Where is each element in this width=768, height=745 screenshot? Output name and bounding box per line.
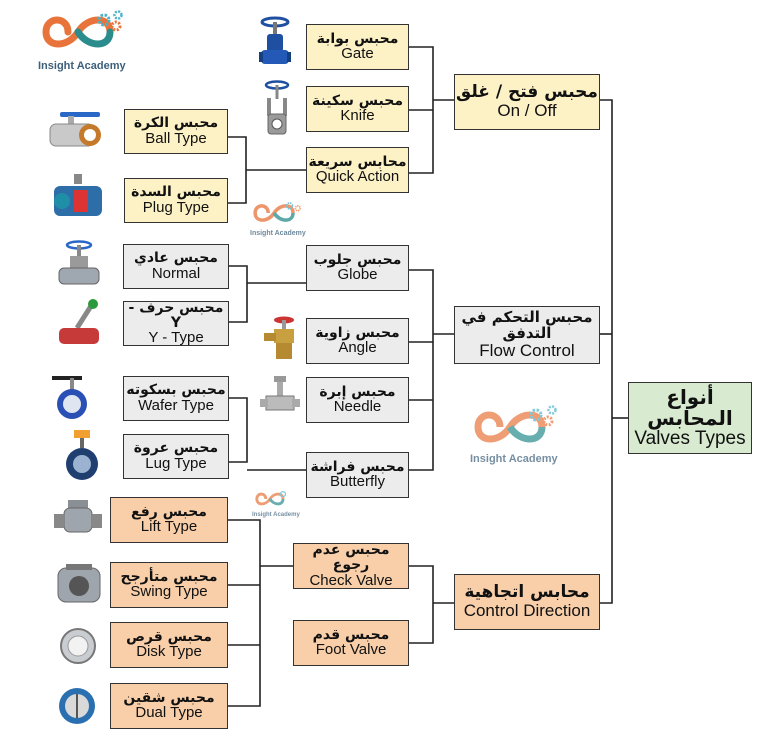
flow-control-node: محبس التحكم في التدفق Flow Control: [454, 306, 600, 364]
quick-action-node: محابس سريعة Quick Action: [306, 147, 409, 193]
angle-ar: محبس زاوية: [315, 324, 400, 341]
gate-valve-icon: [259, 16, 291, 64]
globe-ar: محبس جلوب: [313, 251, 402, 268]
lug-node: محبس عروة Lug Type: [123, 434, 229, 479]
knife-valve-icon: [264, 80, 290, 135]
foot-en: Foot Valve: [315, 641, 387, 659]
check-valve-node: محبس عدم رجوع Check Valve: [293, 543, 409, 589]
globe-valve-icon: [58, 240, 100, 285]
disk-check-valve-icon: [60, 628, 96, 664]
plug-en: Plug Type: [142, 198, 210, 216]
swing-en: Swing Type: [130, 583, 208, 601]
dual-node: محبس شقين Dual Type: [110, 683, 228, 729]
ball-valve-icon: [49, 112, 101, 147]
ball-en: Ball Type: [145, 129, 207, 147]
y-type-valve-icon: [59, 299, 99, 344]
ball-node: محبس الكرة Ball Type: [124, 109, 228, 154]
control-direction-node: محابس اتجاهية Control Direction: [454, 574, 600, 630]
control-direction-en: Control Direction: [463, 601, 591, 620]
wafer-en: Wafer Type: [138, 396, 214, 414]
globe-en: Globe: [337, 266, 378, 284]
lift-ar: محبس رفع: [131, 503, 207, 520]
plug-node: محبس السدة Plug Type: [124, 178, 228, 223]
control-direction-ar: محابس اتجاهية: [464, 582, 590, 603]
y-type-node: محبس حرف -Y Y - Type: [123, 299, 229, 347]
on-off-en: On / Off: [497, 101, 557, 120]
ball-ar: محبس الكرة: [133, 115, 219, 132]
brand-name: Insight Academy: [38, 60, 126, 72]
swing-node: محبس متأرجح Swing Type: [110, 562, 228, 608]
infinity-gears-icon: [255, 491, 287, 506]
root-label-en: Valves Types: [634, 428, 746, 450]
globe-node: محبس جلوب Globe: [306, 245, 409, 291]
swing-check-valve-icon: [57, 564, 101, 603]
on-off-node: محبس فتح / غلق On / Off: [454, 74, 600, 130]
normal-ar: محبس عادي: [134, 250, 218, 267]
plug-ar: محبس السدة: [131, 184, 221, 201]
gate-en: Gate: [341, 45, 374, 63]
lift-check-valve-icon: [54, 500, 102, 533]
check-en: Check Valve: [309, 571, 393, 589]
gate-ar: محبس بوابة: [316, 30, 399, 47]
needle-ar: محبس إبرة: [319, 383, 396, 400]
lug-ar: محبس عروة: [133, 440, 219, 457]
root-node: أنواع المحابس Valves Types: [628, 382, 752, 454]
lug-butterfly-valve-icon: [66, 430, 98, 480]
root-label-ar: أنواع المحابس: [647, 385, 733, 431]
angle-en: Angle: [338, 339, 377, 357]
wafer-node: محبس بسكوته Wafer Type: [123, 376, 229, 421]
lift-en: Lift Type: [140, 518, 198, 536]
quick-action-en: Quick Action: [315, 168, 400, 186]
infinity-gears-icon: [474, 405, 557, 443]
lift-node: محبس رفع Lift Type: [110, 497, 228, 543]
plug-valve-icon: [54, 174, 102, 216]
gate-node: محبس بوابة Gate: [306, 24, 409, 70]
dual-check-valve-icon: [59, 688, 95, 724]
quick-action-ar: محابس سريعة: [308, 153, 407, 170]
dual-en: Dual Type: [135, 704, 203, 722]
foot-ar: محبس قدم: [312, 626, 390, 643]
y-type-ar: محبس حرف -Y: [128, 299, 224, 331]
infinity-gears-icon: [253, 202, 301, 222]
brand-logo: Insight Academy: [38, 10, 138, 72]
on-off-ar: محبس فتح / غلق: [456, 82, 598, 103]
lug-en: Lug Type: [145, 454, 207, 472]
knife-node: محبس سكينة Knife: [306, 86, 409, 132]
butterfly-ar: محبس فراشة: [310, 458, 405, 475]
wafer-ar: محبس بسكوته: [126, 382, 226, 399]
flow-control-ar: محبس التحكم في التدفق: [461, 308, 593, 343]
angle-node: محبس زاوية Angle: [306, 318, 409, 364]
flow-control-en: Flow Control: [479, 340, 575, 360]
watermark-logo-tiny: Insight Academy: [252, 490, 312, 520]
disk-ar: محبس قرص: [126, 628, 212, 645]
needle-en: Needle: [333, 398, 382, 416]
butterfly-node: محبس فراشة Butterfly: [306, 452, 409, 498]
angle-valve-icon: [264, 316, 294, 359]
butterfly-en: Butterfly: [329, 473, 386, 491]
watermark-logo-large: Insight Academy: [470, 405, 590, 475]
watermark-text: Insight Academy: [252, 512, 300, 518]
y-type-en: Y - Type: [148, 329, 204, 347]
disk-en: Disk Type: [136, 643, 202, 661]
knife-ar: محبس سكينة: [312, 92, 403, 109]
disk-node: محبس قرص Disk Type: [110, 622, 228, 668]
watermark-logo-small: Insight Academy: [250, 200, 320, 240]
wafer-butterfly-valve-icon: [52, 376, 87, 419]
check-ar: محبس عدم رجوع: [312, 542, 390, 574]
needle-valve-icon: [260, 376, 300, 411]
watermark-text: Insight Academy: [250, 230, 306, 237]
foot-valve-node: محبس قدم Foot Valve: [293, 620, 409, 666]
swing-ar: محبس متأرجح: [120, 568, 218, 585]
watermark-text: Insight Academy: [470, 453, 558, 465]
normal-en: Normal: [151, 264, 201, 282]
knife-en: Knife: [340, 107, 375, 125]
dual-ar: محبس شقين: [123, 689, 215, 706]
needle-node: محبس إبرة Needle: [306, 377, 409, 423]
normal-node: محبس عادي Normal: [123, 244, 229, 289]
infinity-gears-icon: [42, 10, 123, 48]
